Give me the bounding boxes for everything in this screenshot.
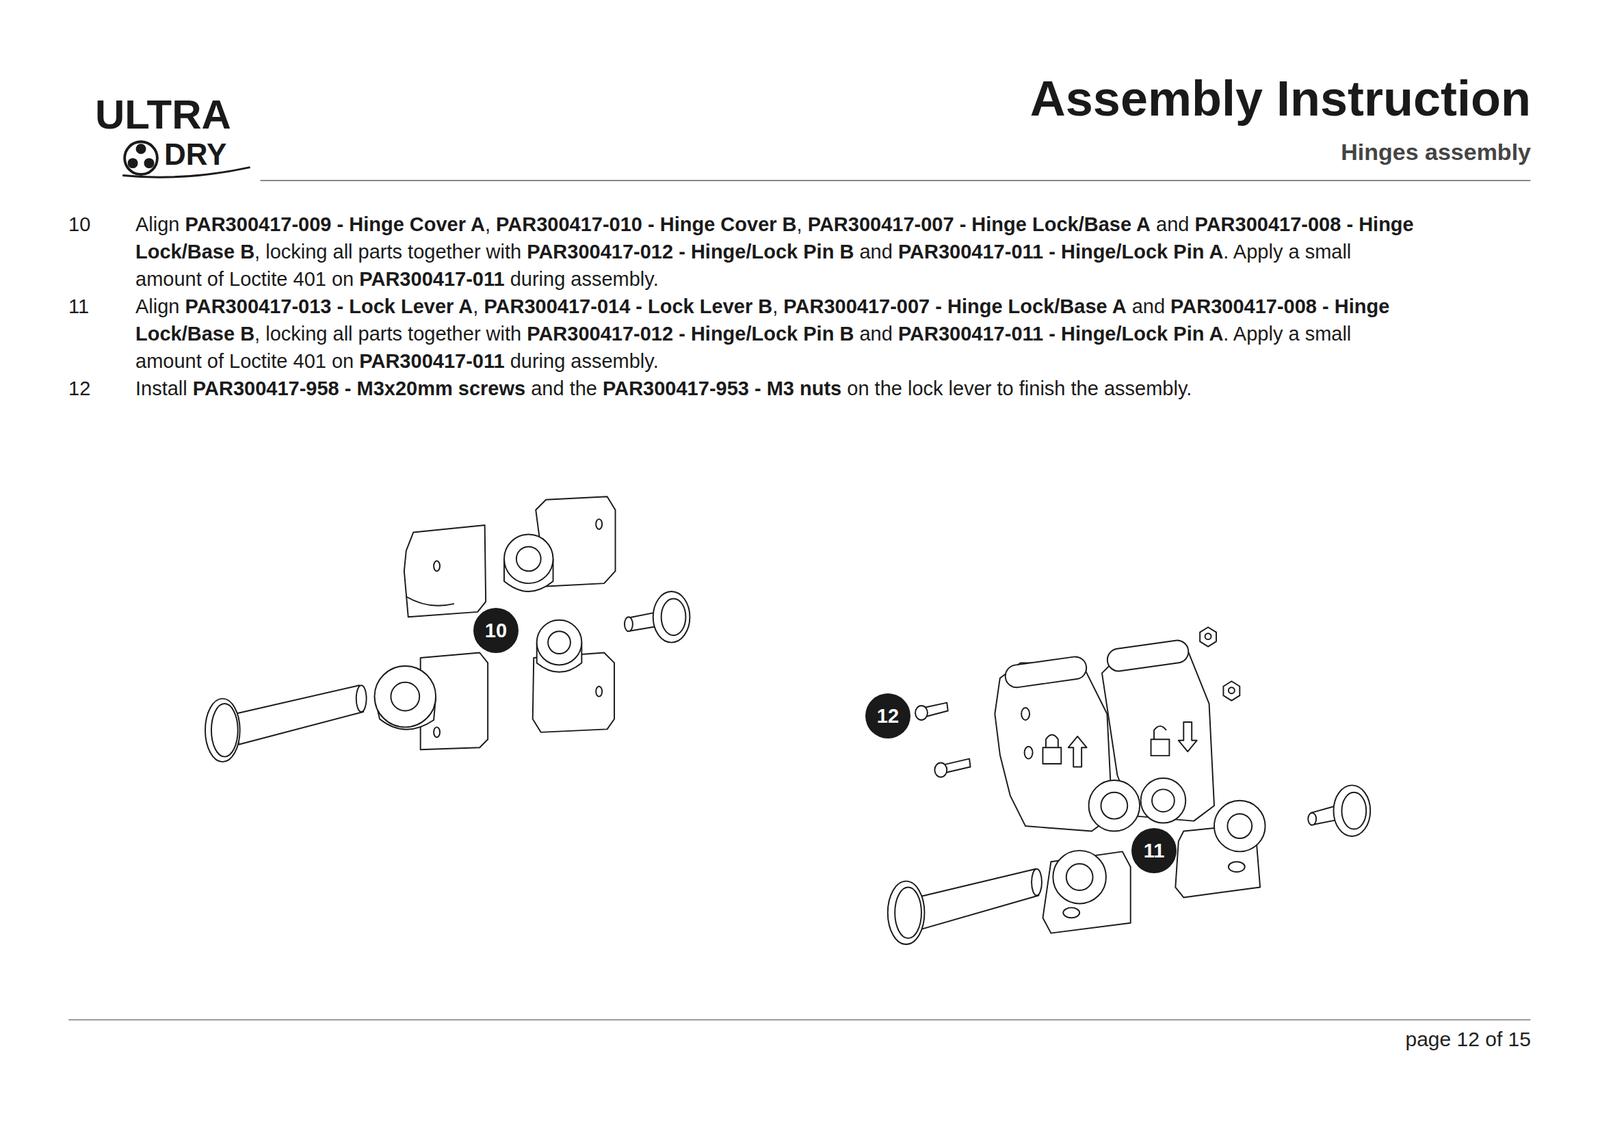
part-code: PAR300417-011 - Hinge/Lock Pin A: [898, 322, 1224, 345]
page-subtitle: Hinges assembly: [1340, 140, 1531, 164]
callout-number: 12: [876, 705, 899, 728]
callout-circle: 12: [865, 693, 911, 739]
instruction-step: 12Install PAR300417-958 - M3x20mm screws…: [68, 374, 1437, 403]
part-code: PAR300417-010 - Hinge Cover B: [495, 213, 797, 236]
instruction-step: 11Align PAR300417-013 - Lock Lever A, PA…: [68, 292, 1437, 375]
part-code: PAR300417-014 - Lock Lever B: [483, 295, 773, 318]
part-code: PAR300417-953 - M3 nuts: [602, 377, 842, 400]
callout-circle: 10: [473, 608, 519, 654]
step-number: 12: [68, 374, 136, 403]
instruction-step: 10Align PAR300417-009 - Hinge Cover A, P…: [68, 210, 1437, 293]
callout-circle: 11: [1131, 828, 1177, 874]
page-number: page 12 of 15: [1405, 1029, 1531, 1051]
part-code: PAR300417-007 - Hinge Lock/Base A: [783, 295, 1126, 318]
logo-text: ULTRA: [95, 94, 232, 136]
part-code: PAR300417-011 - Hinge/Lock Pin A: [898, 240, 1224, 263]
step-number: 11: [68, 292, 136, 375]
step-text: Align PAR300417-009 - Hinge Cover A, PAR…: [135, 210, 1422, 293]
part-code: PAR300417-012 - Hinge/Lock Pin B: [526, 322, 854, 345]
part-code: PAR300417-009 - Hinge Cover A: [185, 213, 485, 236]
logo-text: DRY: [164, 139, 227, 170]
part-code: PAR300417-011: [359, 350, 505, 373]
instruction-list: 10Align PAR300417-009 - Hinge Cover A, P…: [68, 210, 1437, 403]
step-text: Install PAR300417-958 - M3x20mm screws a…: [135, 374, 1422, 403]
part-code: PAR300417-012 - Hinge/Lock Pin B: [526, 240, 854, 263]
part-code: PAR300417-958 - M3x20mm screws: [192, 377, 526, 400]
step-text: Align PAR300417-013 - Lock Lever A, PAR3…: [135, 292, 1422, 375]
callout-number: 11: [1143, 840, 1165, 863]
callout-number: 10: [484, 619, 507, 643]
step-number: 10: [68, 210, 136, 293]
page-title: Assembly Instruction: [1030, 73, 1531, 124]
part-code: PAR300417-007 - Hinge Lock/Base A: [807, 213, 1151, 236]
part-code: PAR300417-011: [359, 268, 505, 291]
part-code: PAR300417-013 - Lock Lever A: [185, 295, 474, 318]
